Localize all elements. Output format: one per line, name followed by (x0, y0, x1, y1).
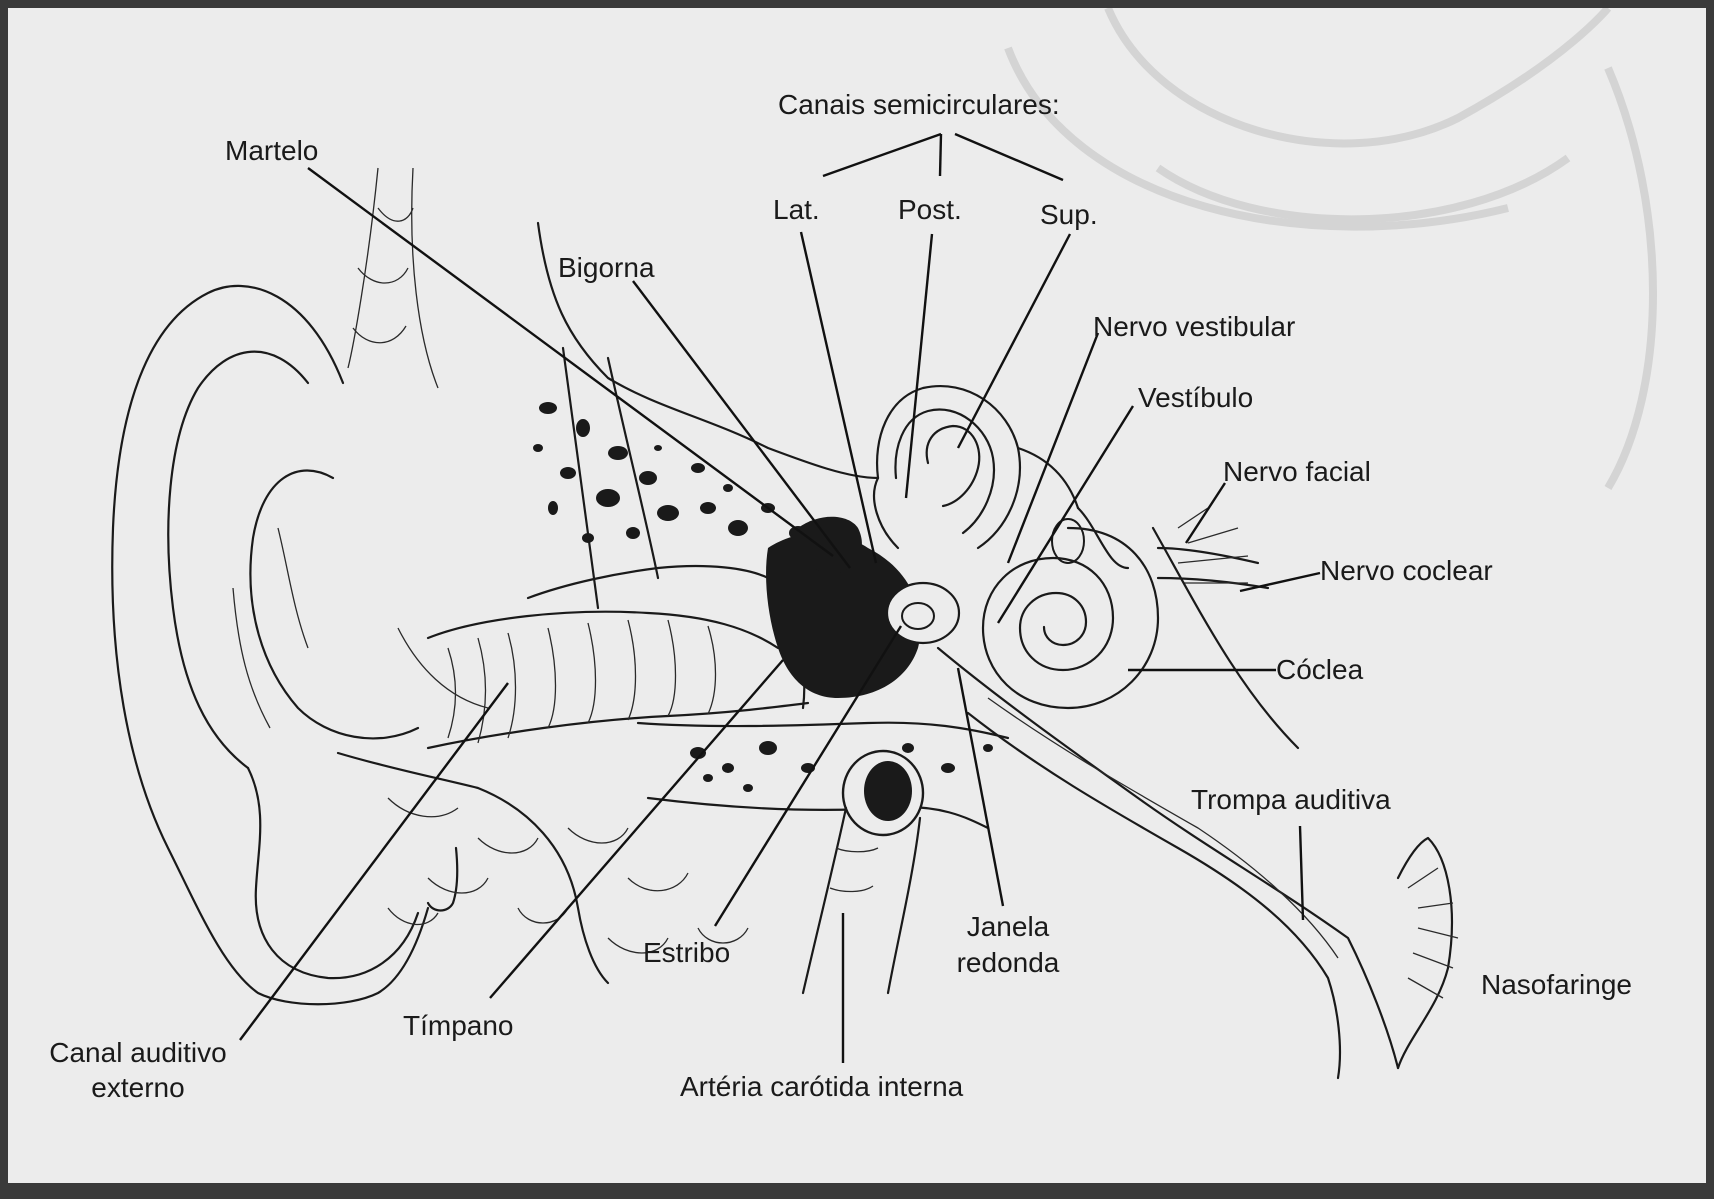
leader-sup (958, 234, 1070, 448)
label-martelo: Martelo (225, 134, 318, 168)
leader-timpano (490, 660, 783, 998)
leader-lat (801, 232, 876, 563)
outer-ear-drawing (112, 286, 488, 1004)
label-post: Post. (898, 193, 962, 227)
label-bigorna: Bigorna (558, 251, 655, 285)
label-canal-auditivo-line2: externo (38, 1071, 238, 1105)
ear-canal-drawing (428, 608, 808, 748)
label-sup: Sup. (1040, 198, 1098, 232)
label-nervo-facial: Nervo facial (1223, 455, 1371, 489)
leader-vestibulo (998, 406, 1133, 623)
label-nervo-vestibular: Nervo vestibular (1093, 310, 1295, 344)
label-nasofaringe: Nasofaringe (1481, 968, 1632, 1002)
label-trompa-auditiva: Trompa auditiva (1191, 783, 1391, 817)
middle-ear-drawing (766, 517, 959, 698)
label-coclea: Cóclea (1276, 653, 1363, 687)
background-curves (1008, 8, 1653, 488)
label-lat: Lat. (773, 193, 820, 227)
label-arteria-carotida: Artéria carótida interna (680, 1070, 963, 1104)
carotid-artery-drawing (803, 751, 923, 993)
label-nervo-coclear: Nervo coclear (1320, 554, 1493, 588)
temporal-bone-drawing (528, 223, 1008, 828)
label-canal-auditivo-line1: Canal auditivo (38, 1036, 238, 1070)
soft-tissue-drawing (338, 168, 748, 983)
ear-anatomy-illustration (8, 8, 1706, 1183)
leader-canais-sup (955, 134, 1063, 180)
label-canais-semicirculares: Canais semicirculares: (778, 88, 1060, 122)
page: Canais semicirculares: Lat. Post. Sup. M… (8, 8, 1706, 1183)
leader-canais-post (940, 134, 941, 176)
eustachian-tube-drawing (938, 648, 1458, 1078)
leader-canal-auditivo (240, 683, 508, 1040)
leader-canais-lat (823, 134, 941, 176)
label-janela-line2: redonda (938, 946, 1078, 980)
label-estribo: Estribo (643, 936, 730, 970)
leader-nervo-coclear (1240, 573, 1320, 591)
label-janela-line1: Janela (948, 910, 1068, 944)
label-vestibulo: Vestíbulo (1138, 381, 1253, 415)
inner-ear-drawing (874, 386, 1298, 748)
label-timpano: Tímpano (403, 1009, 514, 1043)
leader-martelo (308, 168, 833, 556)
